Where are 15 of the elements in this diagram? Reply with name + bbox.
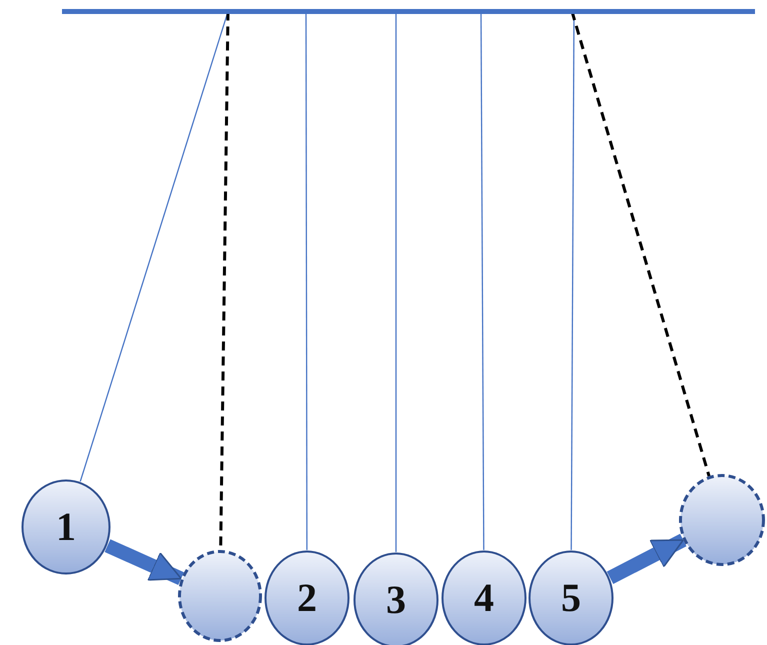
string bbox=[480, 12, 484, 550]
dashed-ball-outline bbox=[679, 474, 765, 566]
ball-number: 1 bbox=[56, 507, 76, 547]
block-arrow bbox=[104, 539, 184, 585]
ball-number: 5 bbox=[561, 578, 581, 618]
block-arrow bbox=[606, 534, 686, 584]
ball-number: 3 bbox=[386, 580, 406, 620]
dashed-ball-outline bbox=[178, 550, 262, 642]
string bbox=[305, 12, 308, 550]
string bbox=[395, 12, 397, 552]
ball bbox=[21, 479, 111, 575]
ball-number: 4 bbox=[474, 578, 494, 618]
ball-number: 2 bbox=[297, 578, 317, 618]
support-bar bbox=[62, 9, 755, 14]
dashed-string bbox=[570, 11, 710, 477]
